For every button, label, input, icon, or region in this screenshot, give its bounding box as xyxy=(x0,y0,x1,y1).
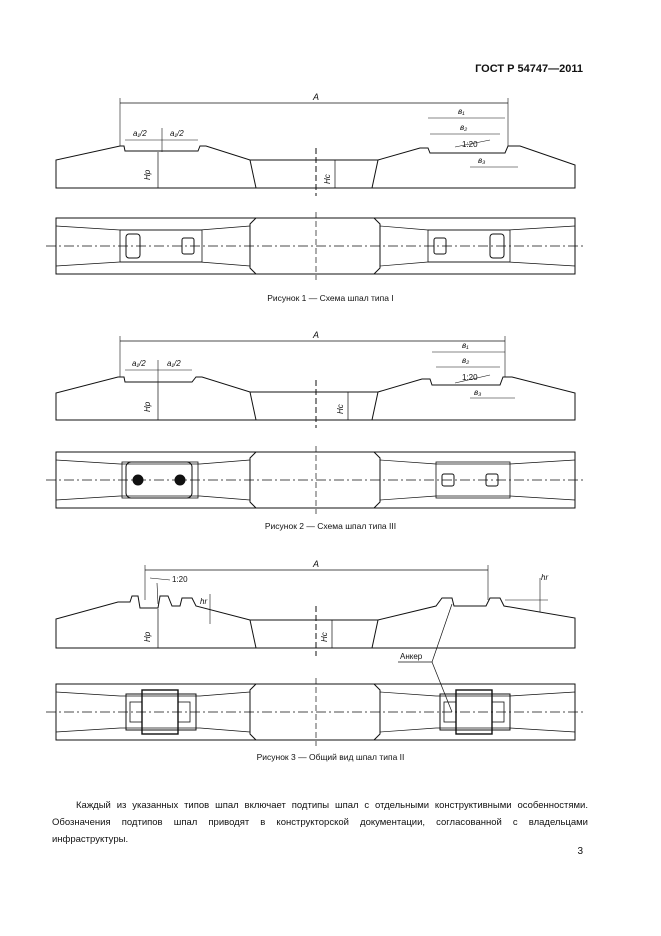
fig3-dim-A: A xyxy=(312,559,319,569)
fig2-dim-Hc: Hc xyxy=(336,404,345,414)
figure2-plan-view xyxy=(46,446,585,514)
fig2-dim-b1: в₁ xyxy=(462,341,469,350)
page-number: 3 xyxy=(577,846,583,857)
fig2-dim-Hp: Hp xyxy=(143,401,152,412)
fig1-dim-b3: в₃ xyxy=(478,156,485,165)
fig1-dim-a1-left: a₁/2 xyxy=(133,129,147,138)
body-paragraph-text: Каждый из указанных типов шпал включает … xyxy=(52,800,588,845)
figure1-side-view xyxy=(55,98,576,196)
fig2-dim-a1-right: a₁/2 xyxy=(167,359,181,368)
fig3-dim-hr-left: hr xyxy=(200,597,207,606)
fig1-dim-Hp: Hp xyxy=(143,169,152,180)
fig3-dim-Hp: Hp xyxy=(143,631,152,642)
figure3-side-view xyxy=(55,565,576,713)
fig1-dim-b2: в₂ xyxy=(460,123,467,132)
fig1-dim-A: A xyxy=(312,92,319,102)
figure1-plan-view xyxy=(46,212,585,280)
body-paragraph: Каждый из указанных типов шпал включает … xyxy=(52,797,588,848)
fig1-dim-b1: в₁ xyxy=(458,107,465,116)
figure2-side-view xyxy=(55,336,576,428)
fig3-anchor-label: Анкер xyxy=(400,652,423,661)
fig2-dim-a1-left: a₁/2 xyxy=(132,359,146,368)
fig3-dim-Hc: Hc xyxy=(320,632,329,642)
document-id: ГОСТ Р 54747—2011 xyxy=(475,63,583,75)
fig1-dim-Hc: Hc xyxy=(323,174,332,184)
figure2-caption: Рисунок 2 — Схема шпал типа III xyxy=(264,521,397,531)
fig3-slope: 1:20 xyxy=(172,575,188,584)
fig2-dim-b3: в₃ xyxy=(474,388,481,397)
figure3-caption: Рисунок 3 — Общий вид шпал типа II xyxy=(256,752,405,762)
fig1-dim-a1-right: a₁/2 xyxy=(170,129,184,138)
fig3-dim-hr-right: hr xyxy=(541,573,548,582)
fig2-dim-b2: в₂ xyxy=(462,356,469,365)
figure1-caption: Рисунок 1 — Схема шпал типа I xyxy=(267,293,394,303)
fig2-dim-A: A xyxy=(312,330,319,340)
figure3-plan-view xyxy=(46,678,585,746)
fig1-slope: 1:20 xyxy=(462,140,478,149)
fig2-slope: 1:20 xyxy=(462,373,478,382)
